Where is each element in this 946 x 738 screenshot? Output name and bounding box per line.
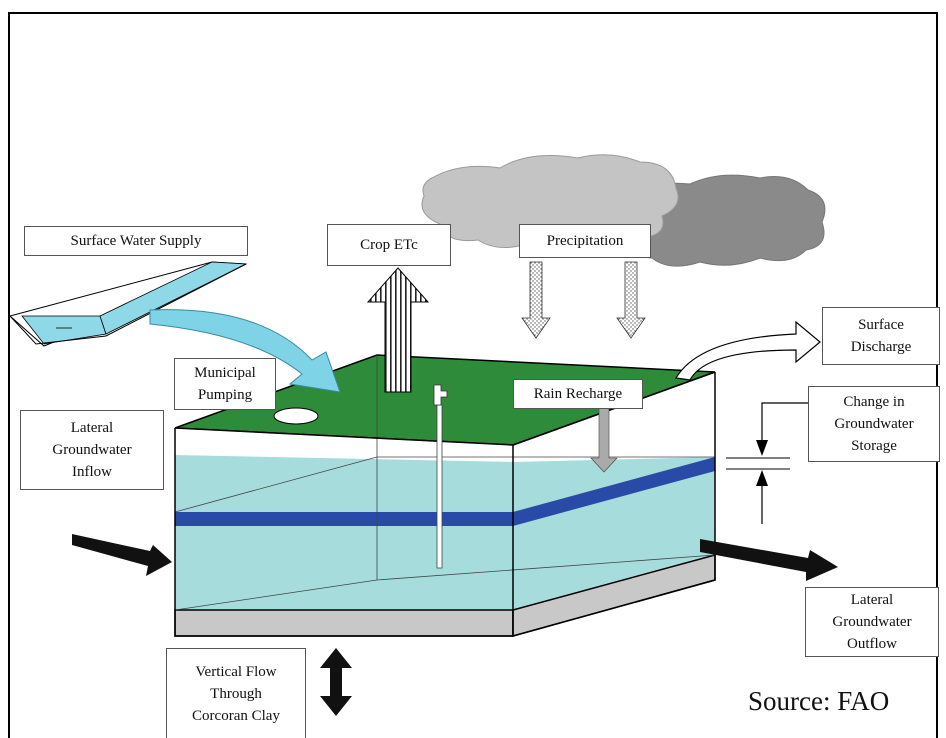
label-crop-etc: Crop ETc xyxy=(327,224,451,266)
front-bedrock xyxy=(174,609,514,637)
lateral-outflow-arrow-icon xyxy=(700,539,838,581)
surface-supply-arrow-icon xyxy=(149,309,341,393)
source-credit: Source: FAO xyxy=(748,686,890,716)
canal-water-icon xyxy=(21,315,107,345)
well-pipe-icon xyxy=(436,404,443,569)
lateral-inflow-arrow-icon xyxy=(72,534,172,576)
municipal-pond-icon xyxy=(273,407,319,425)
label-change-in-storage: Change in Groundwater Storage xyxy=(808,386,940,462)
label-surface-discharge: Surface Discharge xyxy=(822,307,940,365)
rain-recharge-arrow-icon xyxy=(590,403,618,473)
front-clay-layer xyxy=(175,512,513,526)
label-lateral-outflow: Lateral Groundwater Outflow xyxy=(805,587,939,657)
right-clay-layer xyxy=(513,457,715,526)
precipitation-arrow-1-icon xyxy=(521,261,551,339)
label-municipal-pumping: Municipal Pumping xyxy=(174,358,276,410)
right-face-water xyxy=(513,457,715,610)
vertical-flow-arrow-icon xyxy=(320,648,352,716)
surface-discharge-arrow-icon xyxy=(675,320,821,381)
label-vertical-flow: Vertical Flow Through Corcoran Clay xyxy=(166,648,306,738)
front-unsaturated xyxy=(175,428,513,462)
label-surface-water-supply: Surface Water Supply xyxy=(24,226,248,256)
diagram-frame xyxy=(8,12,938,738)
label-rain-recharge: Rain Recharge xyxy=(513,379,643,409)
label-lateral-inflow: Lateral Groundwater Inflow xyxy=(20,410,164,490)
faucet-icon xyxy=(433,384,448,406)
storage-bracket xyxy=(761,402,810,450)
crop-etc-arrow-icon xyxy=(366,267,430,393)
label-precipitation: Precipitation xyxy=(519,224,651,258)
precipitation-arrow-2-icon xyxy=(616,261,646,339)
